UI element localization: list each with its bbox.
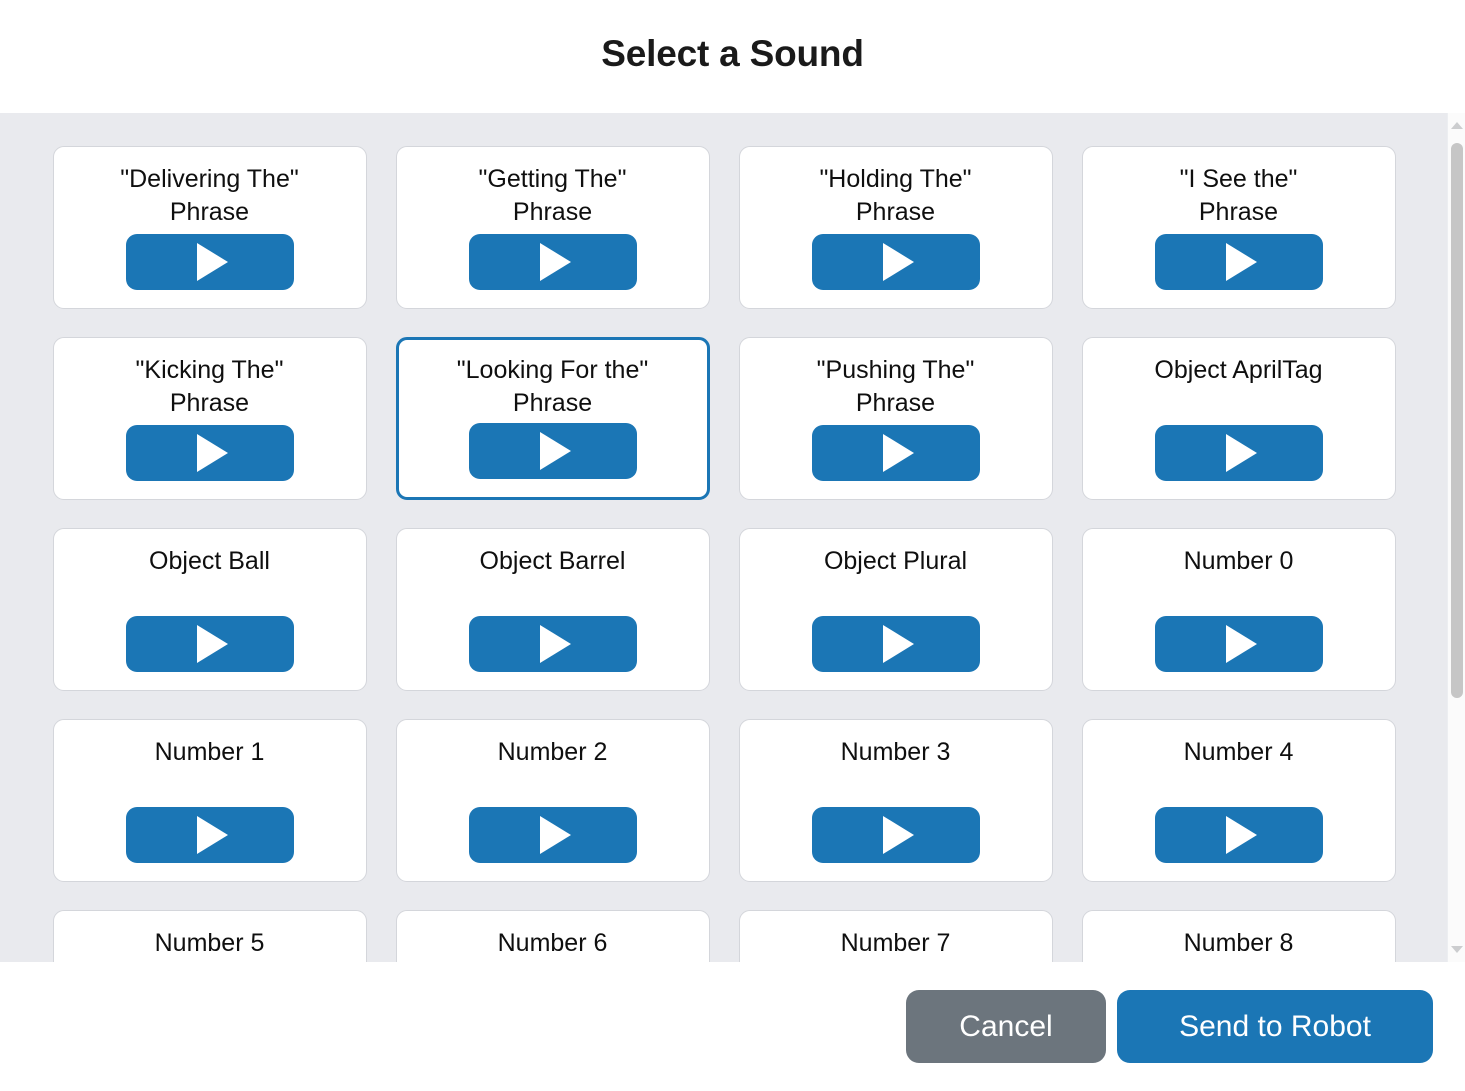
sound-card-label: Number 6 [497,929,608,957]
sound-card-label: Number 3 [840,738,951,766]
play-icon[interactable] [1154,616,1323,672]
modal-footer: Cancel Send to Robot [0,962,1465,1091]
play-triangle-icon [1226,816,1257,854]
sound-card[interactable]: Number 5 [52,910,367,962]
sound-card-label: "Delivering The" Phrase [120,165,299,226]
play-triangle-icon [883,243,914,281]
play-icon[interactable] [1154,234,1323,290]
sound-card[interactable]: Number 3 [738,719,1053,882]
sound-card[interactable]: "Holding The" Phrase [738,146,1053,309]
sound-card[interactable]: Object Ball [52,528,367,691]
sound-card[interactable]: Object Barrel [395,528,710,691]
sound-card[interactable]: "Delivering The" Phrase [52,146,367,309]
sound-card-label: Object Barrel [479,547,626,575]
play-icon[interactable] [125,616,294,672]
sound-card-label: "Holding The" Phrase [819,165,972,226]
sound-card-label: "I See the" Phrase [1179,165,1298,226]
play-icon[interactable] [468,616,637,672]
sound-grid: "Delivering The" Phrase "Getting The" Phr… [0,146,1447,962]
play-triangle-icon [540,625,571,663]
sound-card-label: Number 1 [154,738,265,766]
play-triangle-icon [1226,434,1257,472]
sound-card[interactable]: Object AprilTag [1081,337,1396,500]
sound-card-label: Number 7 [840,929,951,957]
play-icon[interactable] [811,807,980,863]
modal-header: Select a Sound [0,0,1465,113]
play-triangle-icon [540,243,571,281]
sound-card-label: Object Ball [149,547,270,575]
play-triangle-icon [883,625,914,663]
page-title: Select a Sound [601,33,864,74]
play-triangle-icon [540,432,571,470]
play-triangle-icon [883,816,914,854]
sound-card[interactable]: Number 6 [395,910,710,962]
play-triangle-icon [1226,625,1257,663]
scrollbar-thumb[interactable] [1451,143,1463,698]
sound-card[interactable]: "I See the" Phrase [1081,146,1396,309]
play-icon[interactable] [811,234,980,290]
sound-card[interactable]: Number 2 [395,719,710,882]
play-icon[interactable] [125,807,294,863]
play-icon[interactable] [125,234,294,290]
sound-card[interactable]: "Looking For the" Phrase [395,337,710,500]
play-icon[interactable] [1154,425,1323,481]
sound-card[interactable]: "Pushing The" Phrase [738,337,1053,500]
sound-card-label: Number 8 [1183,929,1294,957]
play-icon[interactable] [125,425,294,481]
play-triangle-icon [197,434,228,472]
play-icon[interactable] [468,807,637,863]
sound-card-label: Object AprilTag [1154,356,1323,384]
sound-card[interactable]: Number 8 [1081,910,1396,962]
play-triangle-icon [540,816,571,854]
play-triangle-icon [1226,243,1257,281]
sound-card[interactable]: Number 4 [1081,719,1396,882]
sound-card-label: "Pushing The" Phrase [816,356,975,417]
sound-card-label: Number 4 [1183,738,1294,766]
sound-card-label: "Getting The" Phrase [478,165,627,226]
send-to-robot-button[interactable]: Send to Robot [1117,990,1433,1063]
scroll-down-arrow-icon[interactable] [1448,941,1465,958]
sound-card-label: "Kicking The" Phrase [135,356,284,417]
scroll-up-arrow-icon[interactable] [1448,117,1465,134]
play-triangle-icon [197,816,228,854]
sound-card[interactable]: Object Plural [738,528,1053,691]
sound-card-label: Number 2 [497,738,608,766]
vertical-scrollbar[interactable] [1447,113,1465,962]
sound-card-label: Object Plural [823,547,968,575]
play-icon[interactable] [468,234,637,290]
play-triangle-icon [883,434,914,472]
play-icon[interactable] [1154,807,1323,863]
sound-grid-viewport: "Delivering The" Phrase "Getting The" Phr… [0,113,1447,962]
play-icon[interactable] [811,425,980,481]
sound-card-label: Number 5 [154,929,265,957]
play-triangle-icon [197,625,228,663]
sound-card[interactable]: "Getting The" Phrase [395,146,710,309]
sound-card[interactable]: Number 1 [52,719,367,882]
play-icon[interactable] [468,423,637,479]
sound-card-label: "Looking For the" Phrase [456,356,649,417]
sound-card[interactable]: Number 0 [1081,528,1396,691]
sound-card[interactable]: "Kicking The" Phrase [52,337,367,500]
cancel-button[interactable]: Cancel [906,990,1106,1063]
play-icon[interactable] [811,616,980,672]
play-triangle-icon [197,243,228,281]
send-to-robot-wrapper: Send to Robot [1117,990,1433,1063]
sound-list-region: "Delivering The" Phrase "Getting The" Phr… [0,113,1465,962]
sound-card-label: Number 0 [1183,547,1294,575]
sound-card[interactable]: Number 7 [738,910,1053,962]
